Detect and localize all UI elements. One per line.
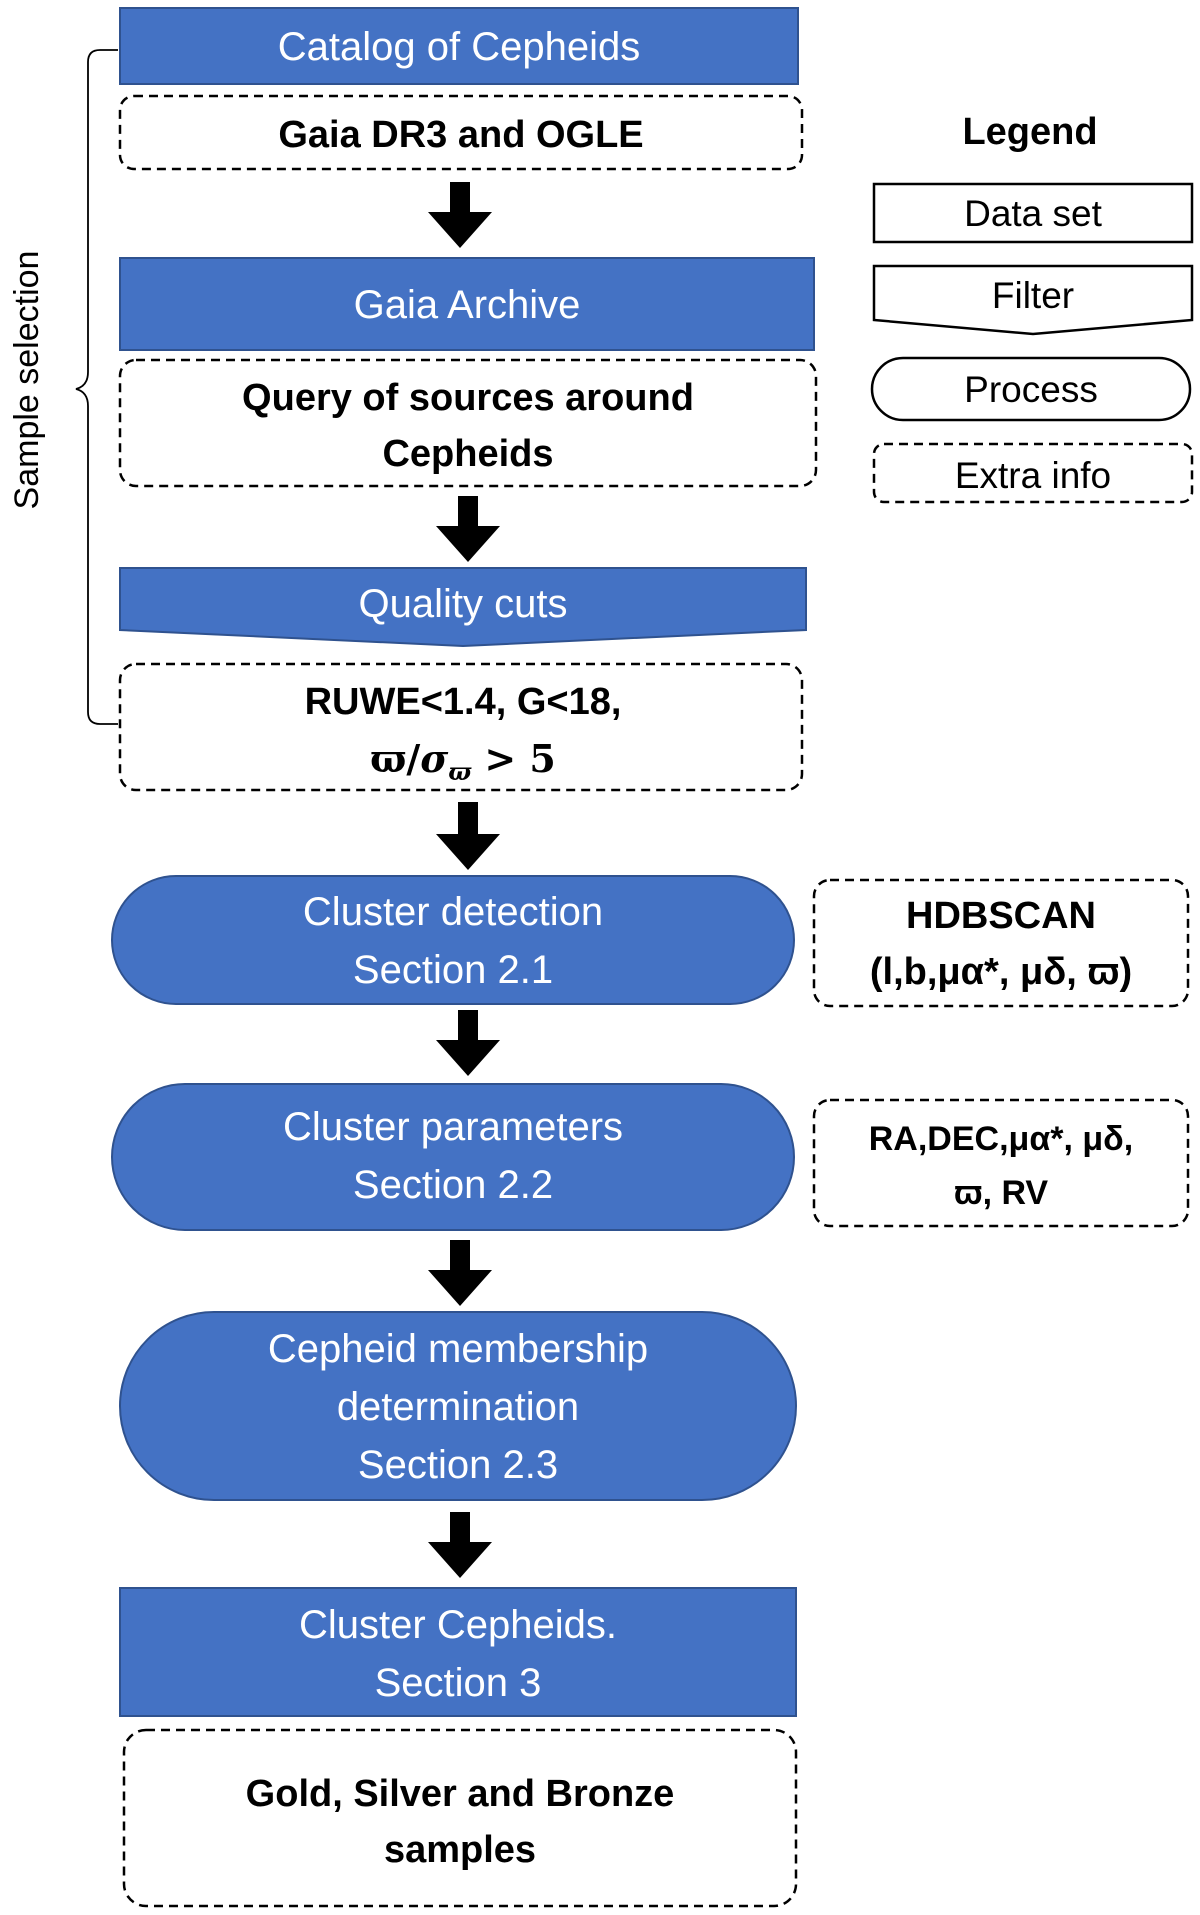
quality-cuts-label: Quality cuts [359,582,568,626]
sample-selection-label: Sample selection [8,251,46,510]
legend-filter-label: Filter [992,275,1074,316]
legend-dataset-label: Data set [964,193,1103,234]
legend-process-shape [870,356,1192,422]
cluster-parameters-process [111,1083,795,1231]
legend: Legend Data set Filter Process Extra inf… [870,111,1194,504]
parameters-info-box [812,1098,1190,1228]
samples-info-line2: samples [384,1829,536,1871]
legend-title: Legend [962,111,1097,153]
quality-threshold: > 5 [471,736,556,781]
sample-selection-brace [75,49,118,725]
parameters-info-line2: ϖ, RV [954,1174,1049,1212]
catalog-dataset-box [119,7,799,85]
hdbscan-params: (l,b,μα*, μδ, ϖ) [870,951,1132,993]
cluster-detection-process [111,875,795,1005]
membership-process [119,1311,797,1501]
hdbscan-info-box [812,878,1190,1008]
membership-line2: determination [337,1385,579,1429]
legend-filter-shape [872,264,1194,336]
sigma-symbol: σ [420,736,449,781]
flow-arrow [436,1010,500,1076]
gaia-archive-box [119,257,815,351]
membership-line1: Cepheid membership [268,1327,648,1371]
samples-info-box [122,1728,798,1908]
flow-arrow [436,496,500,562]
flow-arrow [436,802,500,870]
catalog-info-label: Gaia DR3 and OGLE [278,114,643,156]
quality-info-box [118,662,804,792]
cluster-cepheids-line1: Cluster Cepheids. [299,1603,617,1647]
catalog-dataset-label: Catalog of Cepheids [278,25,640,69]
legend-dataset-shape [872,182,1194,244]
parameters-info-line1: RA,DEC,μα*, μδ, [869,1120,1133,1158]
cluster-parameters-line1: Cluster parameters [283,1105,623,1149]
legend-extra-info-label: Extra info [955,455,1111,496]
samples-info-line1: Gold, Silver and Bronze [246,1773,675,1815]
query-info-box [118,358,818,488]
quality-info-line2: ϖ/σϖ > 5 [370,736,556,786]
sigma-subscript: ϖ [448,757,472,786]
flow-arrow [428,1240,492,1306]
query-info-line1: Query of sources around [242,377,694,419]
quality-cuts-filter [119,567,807,648]
flow-arrow [428,182,492,248]
legend-process-label: Process [964,369,1098,410]
cluster-detection-line2: Section 2.1 [353,948,553,992]
legend-extra-info-shape [872,442,1194,504]
hdbscan-title: HDBSCAN [906,895,1096,937]
flow-arrow [428,1512,492,1578]
membership-line3: Section 2.3 [358,1443,558,1487]
cluster-detection-line1: Cluster detection [303,890,603,934]
catalog-info-box [118,94,804,171]
quality-info-line1: RUWE<1.4, G<18, [305,681,622,723]
cluster-parameters-line2: Section 2.2 [353,1163,553,1207]
gaia-archive-label: Gaia Archive [354,283,581,327]
query-info-line2: Cepheids [382,433,553,475]
parallax-symbol: ϖ [370,736,406,781]
cluster-cepheids-line2: Section 3 [375,1661,542,1705]
cluster-cepheids-box [119,1587,797,1717]
